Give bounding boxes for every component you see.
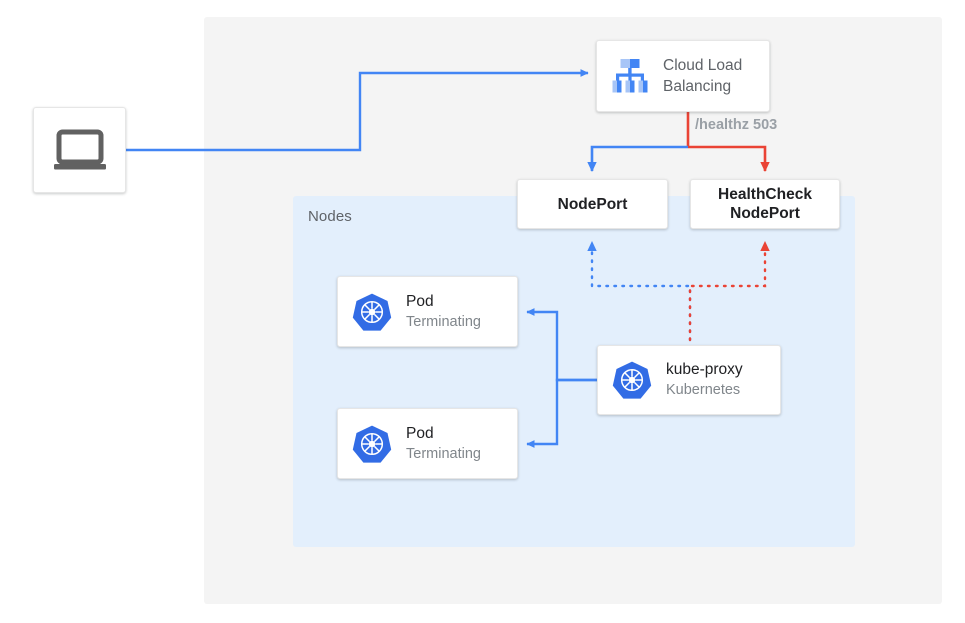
pod-node-2[interactable]: Pod Terminating xyxy=(337,408,518,479)
pod-node-1[interactable]: Pod Terminating xyxy=(337,276,518,347)
cloud-load-balancing-title-line2: Balancing xyxy=(663,78,732,95)
kubernetes-icon xyxy=(352,424,392,464)
kubernetes-icon xyxy=(612,360,652,400)
nodeport-label: NodePort xyxy=(557,195,628,213)
healthcheck-nodeport-label-line2: NodePort xyxy=(730,205,800,222)
nodes-panel-label: Nodes xyxy=(308,208,352,225)
cloud-load-balancing-icon xyxy=(609,57,651,95)
healthz-edge-label: /healthz 503 xyxy=(695,117,778,133)
pod-title: Pod xyxy=(406,424,434,442)
kube-proxy-title: kube-proxy xyxy=(666,361,743,378)
kube-proxy-node[interactable]: kube-proxy Kubernetes xyxy=(597,345,781,415)
client-node[interactable] xyxy=(33,107,126,193)
pod-status: Terminating xyxy=(406,313,481,330)
nodeport-node[interactable]: NodePort xyxy=(517,179,668,229)
healthcheck-nodeport-label-line1: HealthCheck xyxy=(718,186,812,203)
pod-status: Terminating xyxy=(406,445,481,462)
healthcheck-nodeport-node[interactable]: HealthCheck NodePort xyxy=(690,179,840,229)
pod-title: Pod xyxy=(406,292,434,310)
cloud-load-balancing-title-line1: Cloud Load xyxy=(663,57,743,74)
cloud-load-balancing-node[interactable]: Cloud Load Balancing xyxy=(596,40,770,112)
laptop-icon xyxy=(52,129,108,171)
kubernetes-icon xyxy=(352,292,392,332)
kube-proxy-subtitle: Kubernetes xyxy=(666,382,741,398)
